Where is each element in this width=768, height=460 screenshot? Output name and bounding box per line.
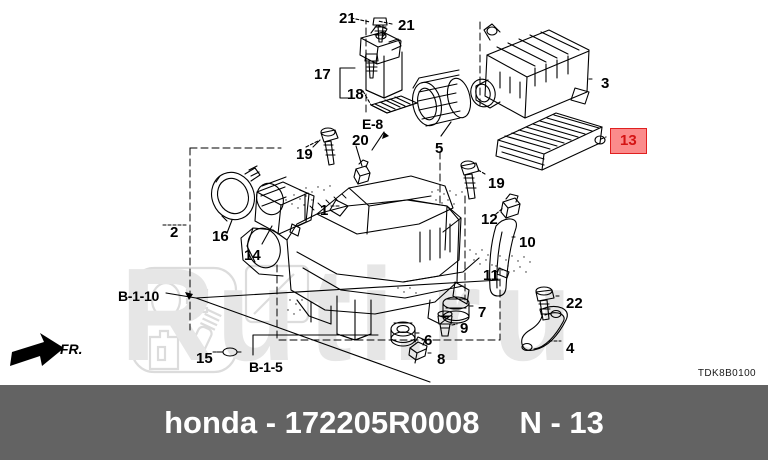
bracket-8 [408,336,428,364]
bolt-19-right [460,160,480,200]
callout-19: 19 [296,146,313,163]
footer-content: honda - 172205R0008 N - 13 [164,405,604,441]
seal-strip-10 [489,218,517,297]
callout-6: 6 [424,332,433,349]
callout-22: 22 [566,295,583,312]
callout-15: 15 [196,350,213,367]
callout-19: 19 [488,175,505,192]
intake-bellows-5 [412,69,472,127]
callout-5: 5 [435,140,444,157]
callout-18: 18 [347,86,364,103]
callout-8: 8 [437,351,446,368]
pin-11 [496,267,510,279]
bolt-21-left [372,17,388,43]
bolt-19-left [320,127,339,166]
air-cleaner-housing-body [240,175,480,341]
callout-11: 11 [483,267,499,284]
callout-2: 2 [170,224,179,241]
callout-4: 4 [566,340,575,357]
intake-chamber-3 [470,23,590,119]
callout-21: 21 [339,10,356,27]
grommet-6 [390,321,416,347]
clamp-16 [211,165,261,222]
callout-10: 10 [519,234,536,251]
diagram-canvas: R u t i . r u [10,10,756,385]
callout-13[interactable]: 13 [610,128,647,154]
callout-17: 17 [314,66,331,83]
callout-12: 12 [481,211,498,228]
callout-3: 3 [601,75,610,92]
bolt-21-right [364,53,379,79]
callout-b-1-5: B-1-5 [249,359,283,375]
callout-16: 16 [212,228,229,245]
exploded-parts-artwork [10,17,607,383]
drain-plug-9 [437,310,453,337]
air-filter-element-13 [495,112,606,171]
fr-direction-arrow [10,333,64,366]
maf-gasket-18 [370,95,418,114]
footer-bar: honda - 172205R0008 N - 13 [0,385,768,460]
fr-orientation-label: FR. [60,341,83,357]
maf-sensor-17 [359,24,403,99]
catalog-reference: N - 13 [519,404,604,440]
intake-duct-14 [254,176,315,235]
callout-7: 7 [478,304,487,321]
callout-b-1-10: B-1-10 [118,288,159,304]
callout-21: 21 [398,17,415,34]
callout-14: 14 [244,247,261,264]
callout-1: 1 [320,202,329,219]
callout-e-8: E-8 [362,116,383,132]
stay-bracket-4 [521,305,568,352]
brand-and-part-number: honda - 172205R0008 [164,404,480,440]
callout-9: 9 [460,320,469,337]
grommet-20 [353,159,371,185]
callout-20: 20 [352,132,369,149]
clip-12 [500,193,521,219]
diagram-code: TDK8B0100 [697,368,756,379]
